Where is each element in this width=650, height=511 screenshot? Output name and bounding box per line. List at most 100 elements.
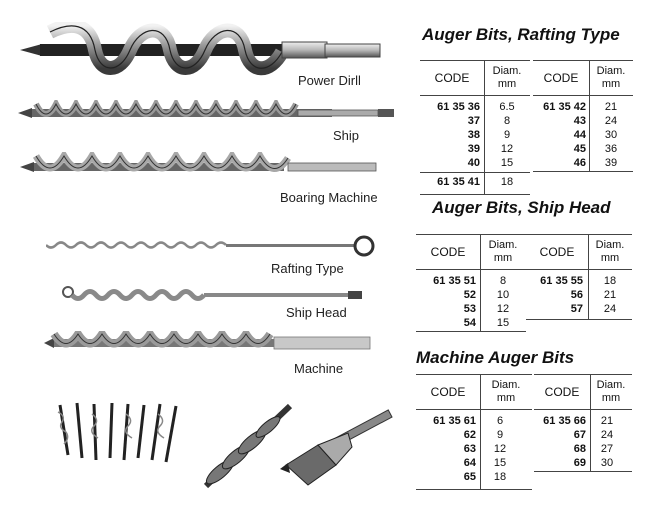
code-cell: 54 (463, 317, 476, 329)
diam-cell: 30 (604, 129, 618, 141)
diam-cell: 24 (603, 303, 617, 315)
diam-header: Diam. mm (484, 65, 530, 91)
table-row: 61 35 36 6.5 (420, 100, 530, 114)
diam-cell: 15 (496, 317, 510, 329)
diam-header: Diam. mm (589, 65, 633, 91)
code-cell: 45 (573, 143, 586, 155)
diam-cell: 8 (499, 275, 507, 287)
code-cell: 61 35 55 (540, 275, 583, 287)
diam-cell: 18 (493, 471, 507, 483)
diam-unit-label: mm (493, 252, 513, 264)
product-label-rafting-type: Rafting Type (271, 261, 344, 276)
diam-header-label: Diam. (596, 65, 626, 77)
table-header (416, 374, 532, 410)
code-cell: 61 35 61 (433, 415, 476, 427)
diam-cell: 39 (604, 157, 618, 169)
diam-cell: 6.5 (499, 101, 515, 113)
diam-cell: 27 (600, 443, 614, 455)
code-cell: 67 (573, 429, 586, 441)
product-label-ship: Ship (333, 128, 360, 143)
diam-header: Diam. mm (480, 379, 532, 405)
diam-cell: 36 (604, 143, 618, 155)
diam-cell: 9 (503, 129, 511, 141)
code-cell: 61 35 66 (543, 415, 586, 427)
code-cell: 68 (573, 443, 586, 455)
large-auger-photo (203, 403, 293, 489)
code-cell: 63 (463, 443, 476, 455)
table-row: 61 35 41 18 (420, 172, 530, 190)
ship-head-auger-illustration (62, 286, 362, 301)
table-bottom-rule (416, 489, 532, 490)
column-divider (589, 60, 590, 172)
section-title-ship-head: Auger Bits, Ship Head (432, 198, 611, 217)
column-divider (590, 374, 591, 472)
code-cell: 43 (573, 115, 586, 127)
code-cell: 69 (573, 457, 586, 469)
code-header: CODE (434, 71, 470, 85)
diam-cell: 8 (503, 115, 511, 127)
code-cell: 40 (467, 157, 480, 169)
code-cell: 61 35 51 (433, 275, 476, 287)
code-header: CODE (539, 245, 575, 259)
diam-cell: 24 (600, 429, 614, 441)
table-row: 44 30 (533, 128, 633, 142)
diam-header-label: Diam. (488, 239, 518, 251)
code-cell: 57 (570, 303, 583, 315)
code-header: CODE (430, 385, 466, 399)
code-cell: 44 (573, 129, 586, 141)
diam-header-label: Diam. (596, 379, 626, 391)
table-header (420, 60, 530, 96)
code-cell: 64 (463, 457, 476, 469)
diam-cell: 12 (496, 303, 510, 315)
table-bottom-rule (526, 319, 632, 320)
table-row: 67 24 (534, 428, 632, 442)
table-bottom-rule (420, 194, 530, 195)
table-row: 65 18 (416, 470, 532, 484)
code-cell: 39 (467, 143, 480, 155)
diam-unit-label: mm (497, 78, 517, 90)
code-cell: 56 (570, 289, 583, 301)
diam-header-label: Diam. (491, 379, 521, 391)
table-header (533, 60, 633, 96)
code-header: CODE (544, 385, 580, 399)
table-row: 37 8 (420, 114, 530, 128)
power-drill-auger-illustration (20, 22, 381, 76)
code-cell: 61 35 42 (543, 101, 586, 113)
table-bottom-rule (416, 331, 526, 332)
section-title-machine-auger: Machine Auger Bits (416, 348, 575, 367)
table-header (526, 234, 632, 270)
diam-cell: 10 (496, 289, 510, 301)
table-header (416, 234, 526, 270)
diam-header: Diam. mm (588, 239, 632, 265)
table-row: 54 15 (416, 316, 526, 330)
spade-bit-photo (280, 409, 393, 486)
table-row: 45 36 (533, 142, 633, 156)
product-label-power-drill: Power Dirll (298, 73, 361, 88)
code-cell: 37 (467, 115, 480, 127)
diam-unit-label: mm (496, 392, 516, 404)
diam-cell: 9 (496, 429, 504, 441)
table-bottom-rule (534, 471, 632, 472)
auger-bit-set-photo (57, 402, 178, 463)
section-title-rafting-type: Auger Bits, Rafting Type (422, 25, 620, 44)
code-cell: 65 (463, 471, 476, 483)
code-cell: 61 35 36 (437, 101, 480, 113)
table-row: 68 27 (534, 442, 632, 456)
code-cell: 61 35 41 (437, 176, 480, 188)
diam-cell: 15 (500, 157, 514, 169)
